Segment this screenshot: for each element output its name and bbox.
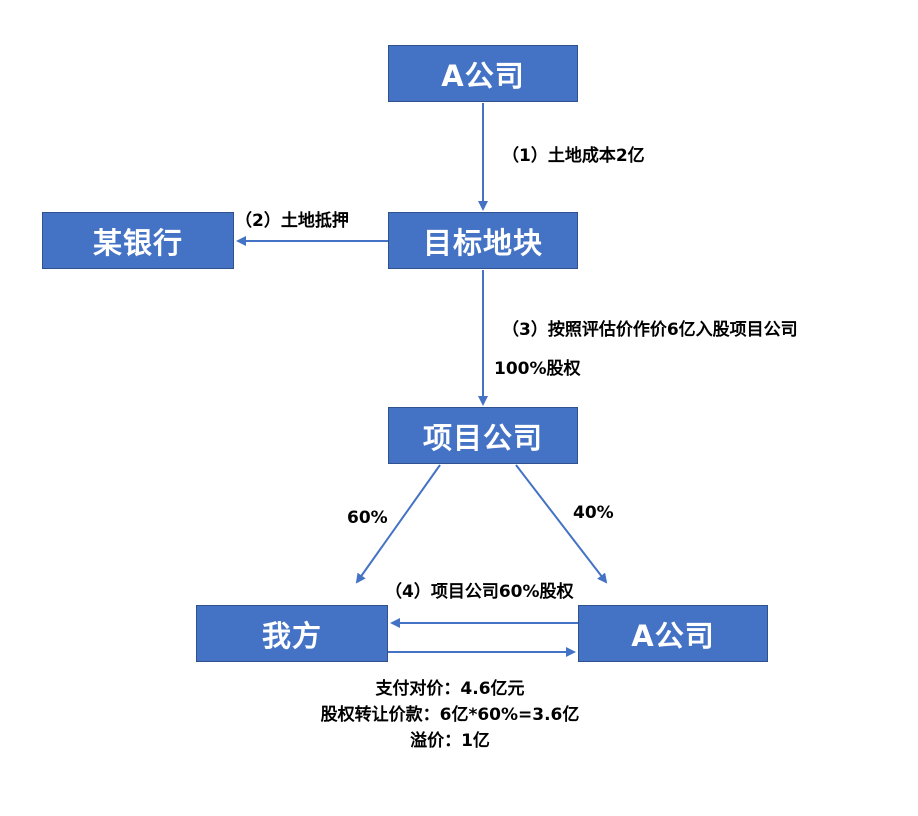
node-a-company-bottom: A公司 — [578, 605, 768, 662]
edge-label-step3: （3）按照评估价作价6亿入股项目公司 — [502, 320, 798, 340]
edge-label-step1: （1）土地成本2亿 — [502, 146, 645, 166]
edge-label-step4: （4）项目公司60%股权 — [385, 582, 574, 602]
node-bank: 某银行 — [42, 212, 234, 269]
edge-label-share-40: 40% — [573, 503, 614, 523]
node-label: 目标地块 — [422, 225, 543, 260]
node-label: A公司 — [631, 618, 715, 653]
node-label: 我方 — [261, 618, 322, 653]
node-our-side: 我方 — [196, 605, 388, 662]
node-target-land: 目标地块 — [388, 212, 578, 269]
arrow-project-company-to-a-company — [515, 464, 608, 584]
note-payment: 支付对价：4.6亿元 — [375, 679, 525, 699]
node-label: 项目公司 — [422, 420, 543, 455]
edge-label-step2: （2）土地抵押 — [235, 211, 349, 231]
node-a-company-top: A公司 — [388, 45, 578, 102]
note-premium: 溢价：1亿 — [410, 731, 490, 751]
edge-label-step3-sub: 100%股权 — [494, 359, 581, 379]
note-transfer-price: 股权转让价款：6亿*60%=3.6亿 — [320, 705, 580, 725]
arrow-project-company-to-our-side — [355, 464, 441, 584]
edge-label-share-60: 60% — [347, 508, 388, 528]
node-label: 某银行 — [92, 225, 183, 260]
node-project-company: 项目公司 — [388, 407, 578, 464]
node-label: A公司 — [441, 58, 525, 93]
